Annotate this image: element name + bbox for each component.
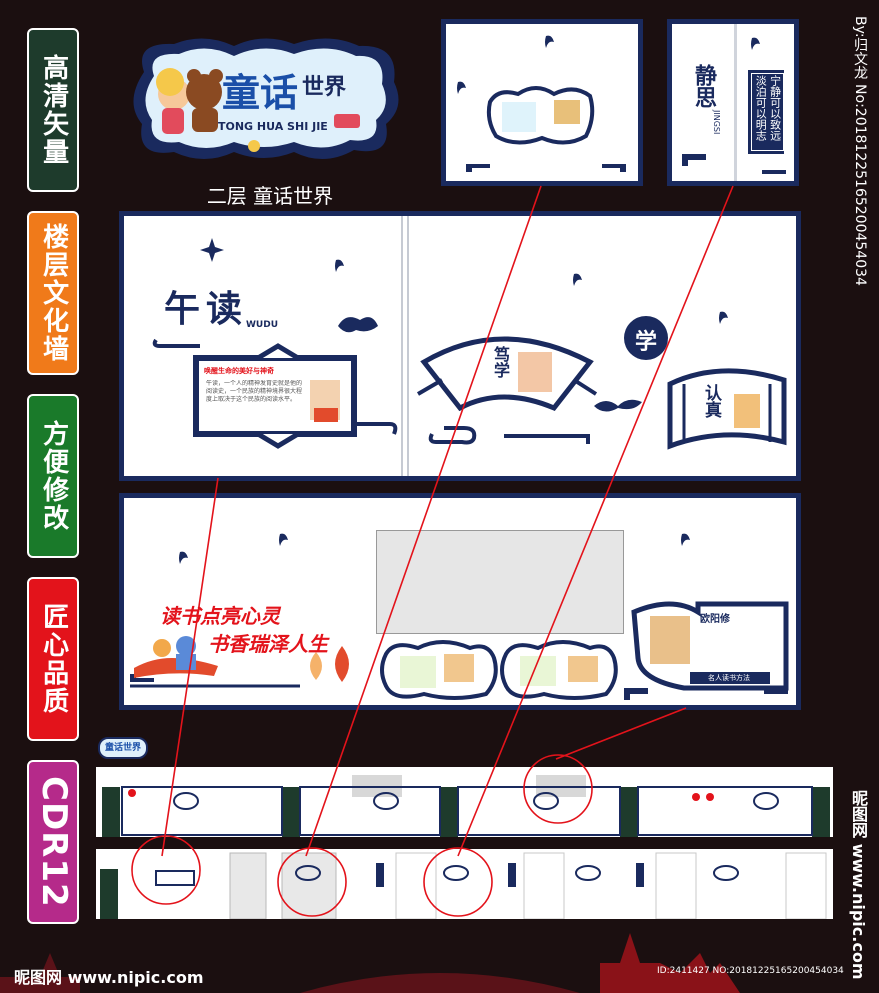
author-number-text: By:归文龙 No:20181225165200454034 <box>852 16 868 286</box>
badge-floor-culture-wall: 楼层文化墙 <box>27 211 79 375</box>
portrait-label: 欧阳修 <box>700 614 730 625</box>
fan-label: 笃学 <box>491 346 510 378</box>
panel-middle: 午读 WUDU 唤醒生命的美好与神奇 午读，一个人的精神发育史就是他的阅读史，一… <box>119 211 801 481</box>
fairy-tale-world-logo: 童话 世界 TONG HUA SHI JIE <box>124 32 406 167</box>
panel-top-small-1 <box>441 19 643 186</box>
site-watermark-right: 昵图网 www.nipic.com <box>849 790 868 980</box>
overview-strip-top <box>96 767 833 837</box>
jingsi-pinyin: JINGSI <box>712 110 721 135</box>
circle-label: 学 <box>634 329 657 355</box>
site-watermark-left: 昵图网 www.nipic.com <box>14 968 204 987</box>
badge-quality: 匠心品质 <box>27 577 79 741</box>
panel-bottom: 读书点亮心灵 书香瑞泽人生 欧阳修 名人读书方法 <box>119 493 801 710</box>
logo-title-sub: 世界 <box>302 75 346 100</box>
jingsi-scroll: 宁静可以致远 淡泊可以明志 <box>748 70 784 154</box>
floor-caption: 二层 童话世界 <box>206 184 334 208</box>
overview-strip-bottom <box>96 849 833 920</box>
logo-title-main: 童话 <box>222 71 298 115</box>
wudu-title: 午读 <box>164 288 249 330</box>
book-label: 认真 <box>701 384 721 418</box>
wudu-board-text: 午读，一个人的精神发育史就是他的阅读史，一个民族的精神境界很大程度上取决于这个民… <box>206 380 303 404</box>
badge-cdr12: CDR12 <box>27 760 79 924</box>
overview-mini-logo: 童话世界 <box>98 737 148 759</box>
badge-easy-edit: 方便修改 <box>27 394 79 558</box>
slogan-1: 读书点亮心灵 <box>160 604 280 628</box>
logo-pinyin: TONG HUA SHI JIE <box>218 120 328 133</box>
wudu-pinyin: WUDU <box>246 320 279 330</box>
badge-hd-vector: 高清矢量 <box>27 28 79 192</box>
id-watermark: ID:2411427 NO:20181225165200454034 <box>657 966 844 976</box>
portrait-sub: 名人读书方法 <box>708 674 750 682</box>
panel-top-jingsi: 静思 JINGSI 宁静可以致远 淡泊可以明志 <box>667 19 799 186</box>
jingsi-title: 静思 <box>691 64 717 108</box>
slogan-2: 书香瑞泽人生 <box>208 632 328 656</box>
skyline-silhouette <box>0 933 740 993</box>
wudu-board-heading: 唤醒生命的美好与神奇 <box>204 367 274 375</box>
